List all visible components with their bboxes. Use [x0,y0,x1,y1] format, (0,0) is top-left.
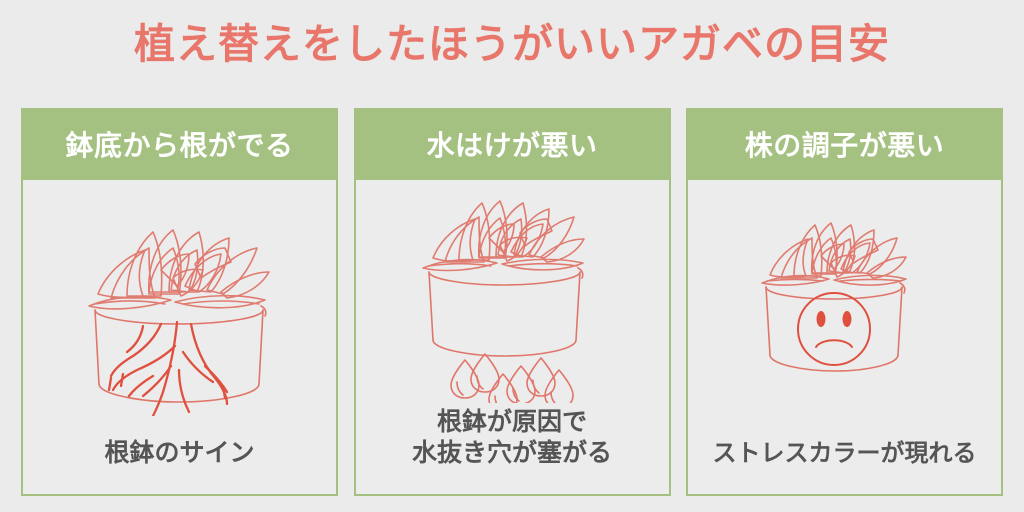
card-caption-2: 根鉢が原因で 水抜き穴が塞がる [356,407,669,494]
card-list: 鉢底から根がでる [21,108,1003,496]
card-caption-1: 根鉢のサイン [23,438,336,495]
card-header-1: 鉢底から根がでる [21,108,338,180]
illustration-agave-pot-sadface [688,180,1001,439]
card-caption-3: ストレスカラーが現れる [688,439,1001,494]
card-poor-drainage: 水はけが悪い [353,108,671,496]
illustration-agave-pot-waterdrops [356,180,669,407]
caption-line-2a: 根鉢が原因で [436,408,587,436]
agave-pot-waterdrops-icon [422,200,585,403]
card-header-3: 株の調子が悪い [686,108,1003,180]
caption-line-1a: 根鉢のサイン [104,438,255,467]
caption-line-2b: 水抜き穴が塞がる [411,438,612,467]
agave-pot-roots-icon [87,228,270,416]
card-plant-unhealthy: 株の調子が悪い [686,108,1003,496]
caption-line-3a: ストレスカラーが現れる [712,439,977,467]
agave-pot-sadface-icon [760,222,907,373]
page-title: 植え替えをしたほうがいいアガベの目安 [134,21,890,67]
card-header-2: 水はけが悪い [353,108,671,180]
card-roots-from-pot-bottom: 鉢底から根がでる [21,108,338,496]
illustration-agave-pot-roots [23,180,336,438]
